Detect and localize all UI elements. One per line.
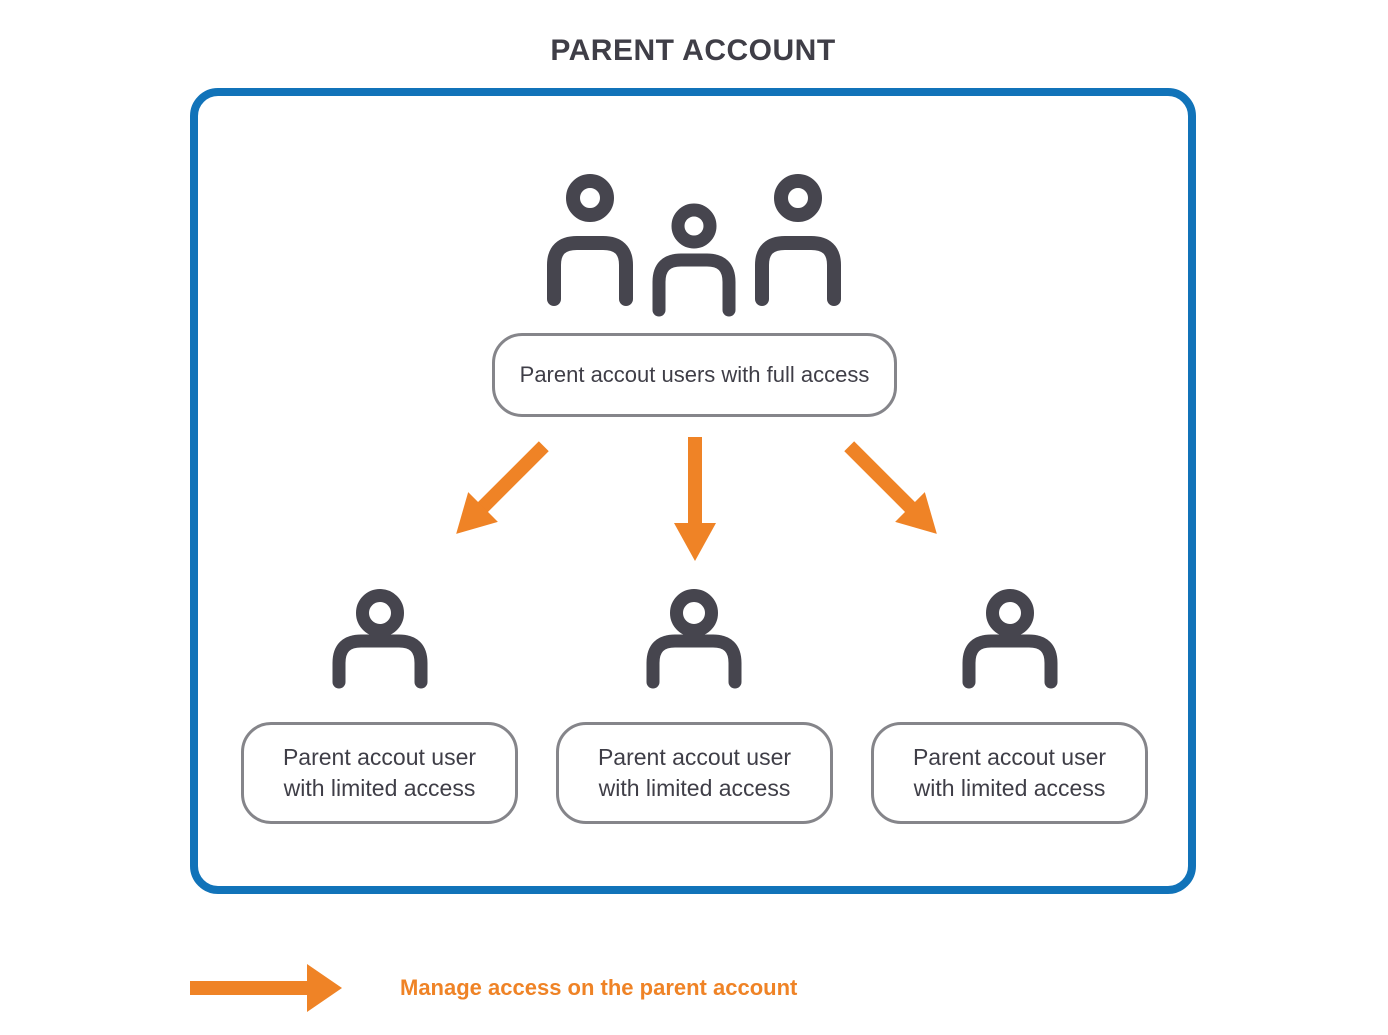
- child-label-line2: with limited access: [598, 775, 791, 801]
- child-label-line2: with limited access: [913, 775, 1106, 801]
- root-label: Parent accout users with full access: [519, 362, 870, 387]
- person-icon: [960, 583, 1060, 689]
- child-label-box: Parent accout user with limited access: [241, 722, 518, 824]
- legend-label: Manage access on the parent account: [400, 975, 798, 1000]
- child-label-box: Parent accout user with limited access: [556, 722, 833, 824]
- arrow-down-left-icon: [441, 431, 560, 550]
- person-icon: [644, 583, 744, 689]
- child-label-line2: with limited access: [283, 775, 476, 801]
- person-icon: [330, 583, 430, 689]
- arrow-down-icon: [673, 437, 717, 561]
- child-label-line1: Parent accout user: [282, 744, 477, 770]
- users-group-icon: [539, 162, 849, 317]
- arrow-down-right-icon: [834, 431, 953, 550]
- root-label-box: Parent accout users with full access: [492, 333, 897, 417]
- child-label-line1: Parent accout user: [912, 744, 1107, 770]
- arrow-right-icon: [190, 957, 342, 1019]
- child-label-box: Parent accout user with limited access: [871, 722, 1148, 824]
- page-title: PARENT ACCOUNT: [550, 34, 836, 67]
- child-label-line1: Parent accout user: [597, 744, 792, 770]
